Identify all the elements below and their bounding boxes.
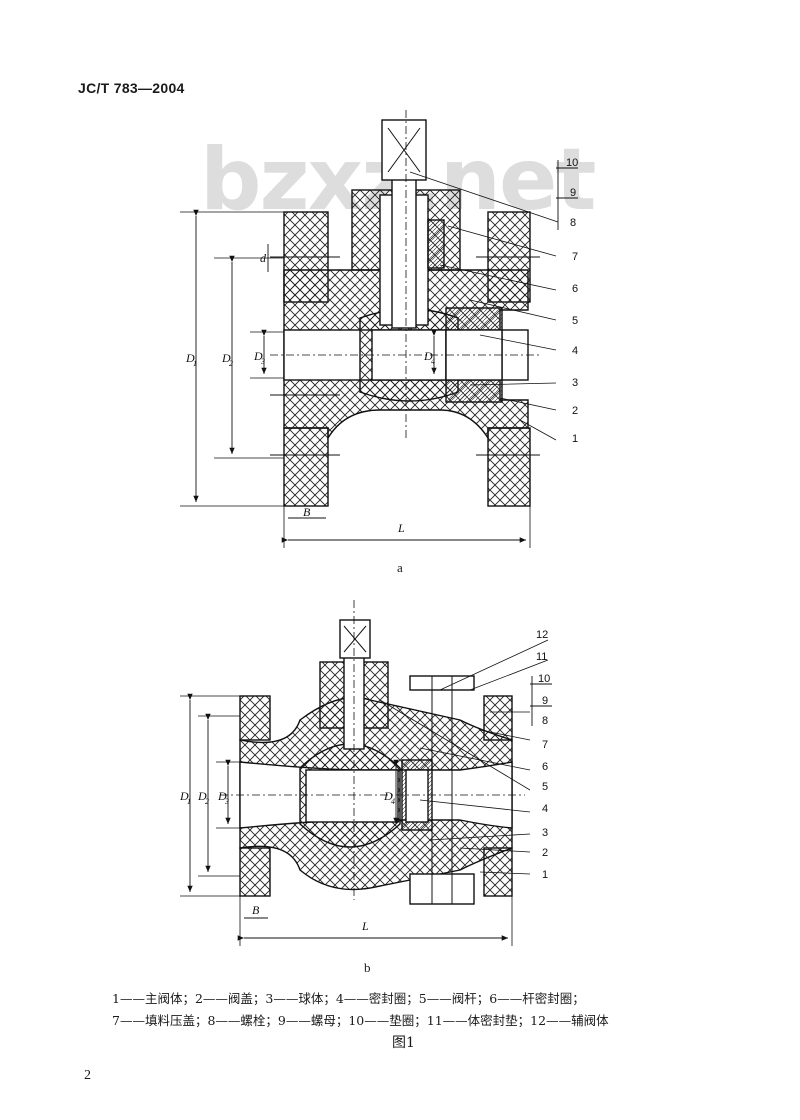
fig-b-dim-b-label: B	[252, 903, 260, 917]
fig-b-stem-top	[339, 619, 371, 659]
svg-text:1: 1	[187, 797, 191, 806]
fig-a-left-flange-bottom	[283, 427, 329, 507]
fig-a-dim-l-label: L	[397, 521, 405, 535]
standard-code-header: JC/T 783—2004	[78, 80, 185, 96]
svg-text:3: 3	[224, 797, 229, 806]
fig-b-dim-l-label: L	[361, 919, 369, 933]
fig-a-dim-d3-label: D	[253, 349, 263, 363]
svg-text:3: 3	[260, 357, 265, 366]
fig-b-dim-d2-label: D	[197, 789, 207, 803]
fig-a-callout: 7	[572, 251, 578, 263]
fig-a-right-flange-bottom	[487, 427, 531, 507]
svg-text:1: 1	[193, 359, 197, 368]
svg-text:2: 2	[229, 359, 233, 368]
figure-a-drawing	[180, 110, 578, 548]
fig-a-callout: 5	[572, 315, 578, 327]
fig-a-dim-d1-label: D	[185, 351, 195, 365]
fig-a-callout: 1	[572, 433, 578, 445]
svg-text:4: 4	[391, 797, 395, 806]
fig-b-callout: 1	[542, 869, 548, 881]
svg-text:4: 4	[431, 357, 435, 366]
legend-line-1: 1——主阀体；2——阀盖；3——球体；4——密封圈；5——阀杆；6——杆密封圈；	[112, 991, 585, 1006]
fig-b-callout: 4	[542, 803, 548, 815]
figure-b-sublabel: b	[364, 960, 371, 975]
fig-b-callout: 11	[536, 651, 547, 663]
fig-a-callout: 4	[572, 345, 578, 357]
figure-b-drawing	[180, 600, 552, 946]
fig-b-callout: 5	[542, 781, 548, 793]
fig-b-callout: 8	[542, 715, 548, 727]
fig-b-dim-d3-label: D	[217, 789, 227, 803]
fig-a-dim-d4-label: D	[423, 349, 433, 363]
fig-a-dim-d2-label: D	[221, 351, 231, 365]
fig-b-callout: 3	[542, 827, 548, 839]
fig-b-callout: 6	[542, 761, 548, 773]
fig-b-callout: 2	[542, 847, 548, 859]
fig-a-stem	[391, 177, 417, 329]
fig-b-callout: 9	[542, 695, 548, 707]
fig-a-dim-d-label: d	[260, 251, 267, 265]
fig-a-callout: 3	[572, 377, 578, 389]
figure-title: 图1	[392, 1035, 415, 1051]
fig-b-callout: 7	[542, 739, 548, 751]
fig-a-callout: 2	[572, 405, 578, 417]
fig-a-callout: 6	[572, 283, 578, 295]
fig-a-callout: 9	[570, 187, 576, 199]
page-number: 2	[84, 1068, 91, 1083]
svg-text:2: 2	[205, 797, 209, 806]
fig-a-callout: 8	[570, 217, 576, 229]
fig-b-dim-d4-label: D	[383, 789, 393, 803]
fig-b-dim-d1-label: D	[179, 789, 189, 803]
fig-a-callout: 10	[566, 157, 578, 169]
figure-a-sublabel: a	[397, 560, 403, 575]
fig-a-dim-b-label: B	[303, 505, 311, 519]
fig-b-callout: 12	[536, 629, 548, 641]
fig-b-left-flange-top	[239, 695, 271, 741]
legend-line-2: 7——填料压盖；8——螺栓；9——螺母；10——垫圈；11——体密封垫；12——…	[112, 1013, 609, 1028]
fig-b-left-flange-bottom	[239, 847, 271, 897]
fig-b-callout: 10	[538, 673, 550, 685]
